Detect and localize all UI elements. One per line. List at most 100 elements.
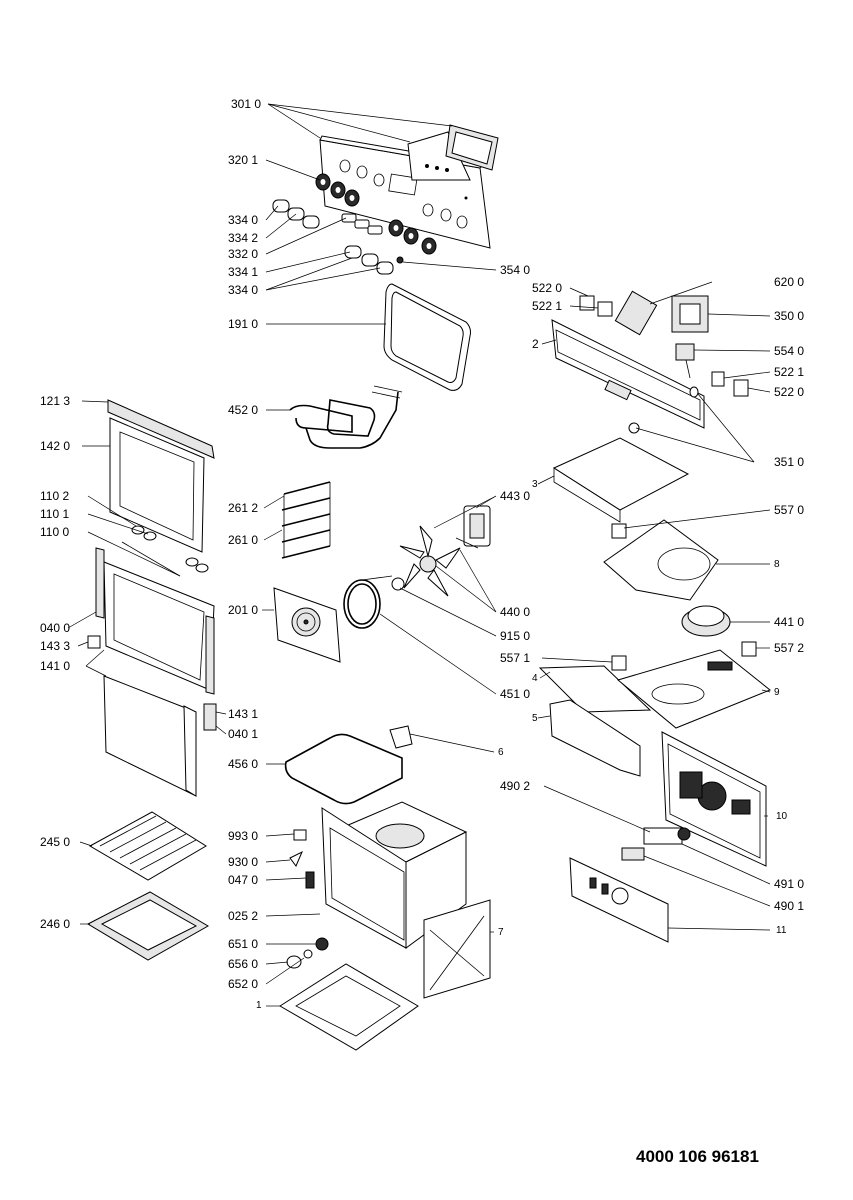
rear-wall xyxy=(661,731,767,867)
control-knobs xyxy=(315,173,437,255)
label-441-0: 441 0 xyxy=(774,615,805,629)
label-110-2: 110 2 xyxy=(40,489,70,503)
door-seal xyxy=(383,283,471,391)
label-490-2: 490 2 xyxy=(500,779,531,793)
rear-bracket-4 xyxy=(538,665,652,713)
label-261-2: 261 2 xyxy=(228,501,259,515)
fan-bushing xyxy=(391,577,405,591)
upper-rear-panel xyxy=(551,319,705,429)
label-301-0: 301 0 xyxy=(231,97,262,111)
label-110-0: 110 0 xyxy=(40,525,70,539)
label-993-0: 993 0 xyxy=(228,829,259,843)
circular-element xyxy=(343,575,393,629)
label-245-0: 245 0 xyxy=(40,835,71,849)
display-module xyxy=(407,124,499,181)
knob-bodies xyxy=(272,199,394,275)
label-334-0: 334 0 xyxy=(228,213,259,227)
label-334-0b: 334 0 xyxy=(228,283,259,297)
fan-motor xyxy=(455,505,491,549)
label-334-2: 334 2 xyxy=(228,231,259,245)
label-141-0: 141 0 xyxy=(40,659,71,673)
label-351-0: 351 0 xyxy=(774,455,805,469)
cooling-fan xyxy=(681,605,731,637)
side-bracket-5 xyxy=(549,699,641,777)
label-4: 4 xyxy=(532,673,538,684)
top-cover xyxy=(552,437,690,523)
label-7: 7 xyxy=(498,927,504,938)
label-040-0: 040 0 xyxy=(40,621,71,635)
label-490-1: 490 1 xyxy=(774,899,805,913)
label-557-2: 557 2 xyxy=(774,641,805,655)
label-522-1b: 522 1 xyxy=(774,365,805,379)
grill-element xyxy=(289,385,403,449)
label-652-0: 652 0 xyxy=(228,977,259,991)
terminal-block xyxy=(621,827,691,861)
label-915-0: 915 0 xyxy=(500,629,531,643)
label-110-1: 110 1 xyxy=(40,507,70,521)
thermostat-557-1 xyxy=(611,655,627,671)
cavity-side-panel xyxy=(423,899,491,999)
label-452-0: 452 0 xyxy=(228,403,259,417)
label-522-0b: 522 0 xyxy=(774,385,805,399)
label-651-0: 651 0 xyxy=(228,937,259,951)
label-451-0: 451 0 xyxy=(500,687,531,701)
door-top-profile xyxy=(107,399,215,459)
label-10: 10 xyxy=(776,811,788,822)
fan-cover xyxy=(273,587,341,663)
insulation-top xyxy=(603,519,719,601)
label-456-0: 456 0 xyxy=(228,757,259,771)
back-plate xyxy=(569,857,669,943)
label-047-0: 047 0 xyxy=(228,873,259,887)
label-11: 11 xyxy=(776,925,787,936)
label-491-0: 491 0 xyxy=(774,877,805,891)
drawing-number: 4000 106 96181 xyxy=(636,1147,759,1166)
label-2: 2 xyxy=(532,337,539,351)
outer-door-glass xyxy=(109,417,205,553)
label-143-1: 143 1 xyxy=(228,707,259,721)
label-040-1: 040 1 xyxy=(228,727,259,741)
label-557-0: 557 0 xyxy=(774,503,805,517)
label-620-0: 620 0 xyxy=(774,275,805,289)
inner-door-glass xyxy=(103,675,217,797)
label-143-3: 143 3 xyxy=(40,639,71,653)
thermostat-557 xyxy=(611,523,627,539)
label-1: 1 xyxy=(256,1000,262,1011)
knob-spindles xyxy=(341,213,404,264)
label-142-0: 142 0 xyxy=(40,439,71,453)
label-201-0: 201 0 xyxy=(228,603,259,617)
cavity-bottom-panel xyxy=(279,963,419,1051)
label-332-0: 332 0 xyxy=(228,247,259,261)
label-025-2: 025 2 xyxy=(228,909,259,923)
label-557-1: 557 1 xyxy=(500,651,531,665)
bottom-element xyxy=(284,725,413,805)
label-522-0: 522 0 xyxy=(532,281,563,295)
lamp-parts xyxy=(286,829,329,969)
label-246-0: 246 0 xyxy=(40,917,71,931)
label-656-0: 656 0 xyxy=(228,957,259,971)
label-6: 6 xyxy=(498,747,504,758)
label-522-1: 522 1 xyxy=(532,299,563,313)
label-334-1: 334 1 xyxy=(228,265,259,279)
label-9: 9 xyxy=(774,687,780,698)
thermostat-557-2 xyxy=(741,641,757,657)
label-3: 3 xyxy=(532,479,538,490)
label-320-1: 320 1 xyxy=(228,153,259,167)
label-554-0: 554 0 xyxy=(774,344,805,358)
label-350-0: 350 0 xyxy=(774,309,805,323)
label-191-0: 191 0 xyxy=(228,317,259,331)
label-5: 5 xyxy=(532,713,538,724)
fan-blade xyxy=(399,525,461,597)
baking-tray xyxy=(86,891,210,961)
label-121-3: 121 3 xyxy=(40,394,71,408)
base-plate-9 xyxy=(616,649,771,729)
oven-cavity xyxy=(321,801,468,949)
label-930-0: 930 0 xyxy=(228,855,259,869)
leader-lines xyxy=(67,103,771,1007)
label-8: 8 xyxy=(774,559,780,570)
label-354-0: 354 0 xyxy=(500,263,531,277)
shelf-supports xyxy=(281,481,331,559)
selector-switches xyxy=(579,290,749,434)
label-443-0: 443 0 xyxy=(500,489,531,503)
